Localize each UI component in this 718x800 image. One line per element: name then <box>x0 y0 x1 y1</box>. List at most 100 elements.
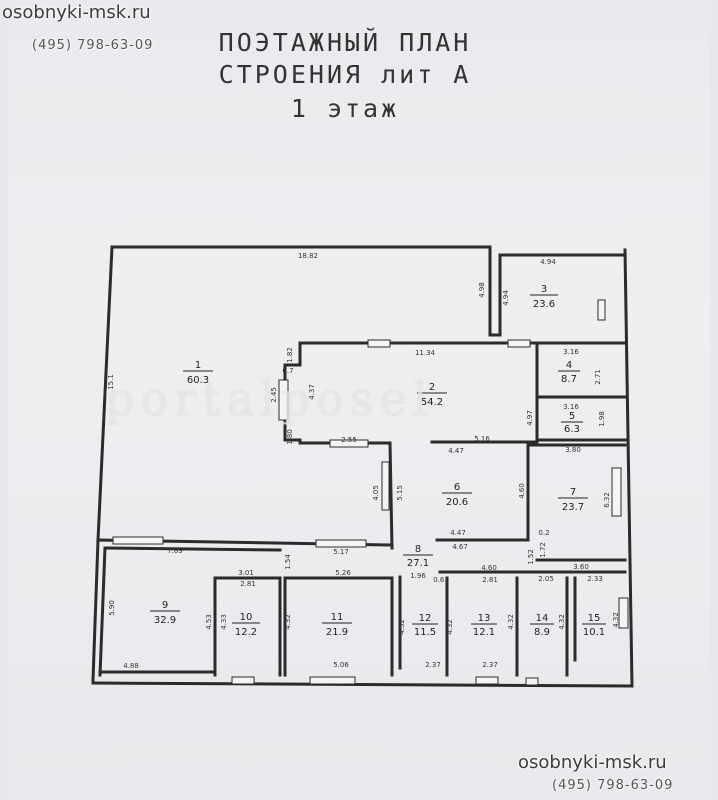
dim-label: 3.16 <box>563 348 579 356</box>
watermark-overlay: portalposel <box>105 372 434 426</box>
dim-label: 3.80 <box>565 446 581 454</box>
dim-label: 2.37 <box>425 661 441 669</box>
dim-label: 4.33 <box>220 614 228 630</box>
dim-label: 4.88 <box>123 662 139 670</box>
room-13-label: 13 12.1 <box>471 613 497 638</box>
dim-label: 5.16 <box>474 435 490 443</box>
room-9-label: 9 32.9 <box>150 600 180 626</box>
window-room2-notch <box>278 379 289 421</box>
dim-label: 4.32 <box>507 614 515 630</box>
room-num: 15 <box>588 613 601 624</box>
wall-outer-right <box>623 248 634 688</box>
dim-label: 4.47 <box>450 529 466 537</box>
window-room8-left <box>381 461 390 511</box>
room-11-label: 11 21.9 <box>322 612 352 638</box>
room-14-label: 14 8.9 <box>530 613 554 638</box>
room-area: 12.2 <box>235 627 257 638</box>
window-room9-bottom <box>231 676 255 685</box>
dim-label: 3.01 <box>238 569 254 577</box>
dim-label: 4.52 <box>398 619 406 635</box>
dim-label: 2.81 <box>240 580 256 588</box>
room-1-label: 1 60.3 <box>183 360 213 386</box>
dim-label: 1.72 <box>539 542 547 558</box>
dim-label: 7.89 <box>167 547 183 555</box>
title-line-3: 1 этаж <box>290 94 400 123</box>
wall-outer-left-lower <box>91 538 100 682</box>
dim-label: 3.60 <box>573 563 589 571</box>
room-num: 2 <box>429 382 435 393</box>
dim-label: 11.34 <box>415 349 436 357</box>
dim-label: 4.94 <box>502 290 510 306</box>
room-num: 3 <box>541 284 547 295</box>
window-room7 <box>611 467 622 517</box>
room-num: 14 <box>536 613 549 624</box>
room-area: 8.7 <box>561 374 577 385</box>
dim-label: 2.45 <box>270 387 278 403</box>
room-area: 10.1 <box>583 627 605 638</box>
room-7-label: 7 23.7 <box>558 487 588 513</box>
room-area: 60.3 <box>187 375 209 386</box>
watermark-phone-bottom: (495) 798-63-09 <box>552 778 674 793</box>
room-area: 12.1 <box>473 627 495 638</box>
room-num: 4 <box>566 360 572 371</box>
room-3-label: 3 23.6 <box>530 284 558 310</box>
dim-label: 0.61 <box>433 576 449 584</box>
room-area: 23.7 <box>562 502 584 513</box>
dim-label: 4.98 <box>478 282 486 298</box>
dim-label: 4.32 <box>446 619 454 635</box>
watermark-site-bottom: osobnyki-msk.ru <box>518 752 667 773</box>
dim-label: 2.55 <box>341 436 357 444</box>
dim-label: 18.82 <box>298 252 318 260</box>
wall-room9-top <box>103 546 282 552</box>
window-room15 <box>618 597 629 629</box>
room-num: 9 <box>162 600 168 611</box>
dim-label: 5.06 <box>333 661 349 669</box>
dim-label: 1.52 <box>527 549 535 565</box>
window-room11-bottom <box>309 676 356 685</box>
dim-label: 2.05 <box>538 575 554 583</box>
dim-label: 4.60 <box>481 564 497 572</box>
room-10-label: 10 12.2 <box>232 612 260 638</box>
dim-label: 0.7 <box>282 367 293 375</box>
window-room8-bottom <box>315 539 367 548</box>
room-num: 13 <box>478 613 491 624</box>
room-num: 5 <box>569 411 575 422</box>
dim-label: 4.32 <box>612 612 620 628</box>
wall-room8-right <box>388 441 394 550</box>
wall-room2-left <box>283 341 392 445</box>
dim-label: 5.90 <box>108 600 116 616</box>
watermark-phone-top: (495) 798-63-09 <box>32 38 154 53</box>
watermark-site-top: osobnyki-msk.ru <box>2 2 151 23</box>
dim-label: 1.82 <box>286 347 294 363</box>
dim-label: 15.1 <box>107 374 115 390</box>
dim-label: 4.37 <box>308 384 316 400</box>
window-room1-bottom <box>112 536 164 545</box>
dim-label: 3.16 <box>563 403 579 411</box>
room-area: 6.3 <box>564 424 580 435</box>
dim-label: 2.33 <box>587 575 603 583</box>
dim-label: 1.98 <box>598 411 606 427</box>
title-line-2: СТРОЕНИЯ лит А <box>218 60 472 89</box>
window-room2-top <box>367 339 391 348</box>
wall-room10 <box>213 576 282 677</box>
window-room2-bottom <box>329 439 369 448</box>
window-room3-right <box>597 299 606 321</box>
window-room14-bottom <box>525 677 539 686</box>
wall-outer-bottom <box>91 681 632 688</box>
wall-room9-left <box>98 546 107 677</box>
dim-label: 5.17 <box>333 548 349 556</box>
room-area: 21.9 <box>326 627 348 638</box>
title-line-1: ПОЭТАЖНЫЙ ПЛАН <box>218 28 472 57</box>
dim-label: 1.96 <box>410 572 426 580</box>
room-4-label: 4 8.7 <box>558 360 580 385</box>
dim-label: 2.37 <box>482 661 498 669</box>
room-num: 11 <box>331 612 344 623</box>
room-5-label: 5 6.3 <box>561 411 583 435</box>
room-area: 54.2 <box>421 397 443 408</box>
dim-label: 4.60 <box>518 483 526 499</box>
dim-label: 5.15 <box>396 485 404 501</box>
room-area: 27.1 <box>407 558 429 569</box>
room-area: 8.9 <box>534 627 550 638</box>
dim-label: 4.05 <box>372 485 380 501</box>
